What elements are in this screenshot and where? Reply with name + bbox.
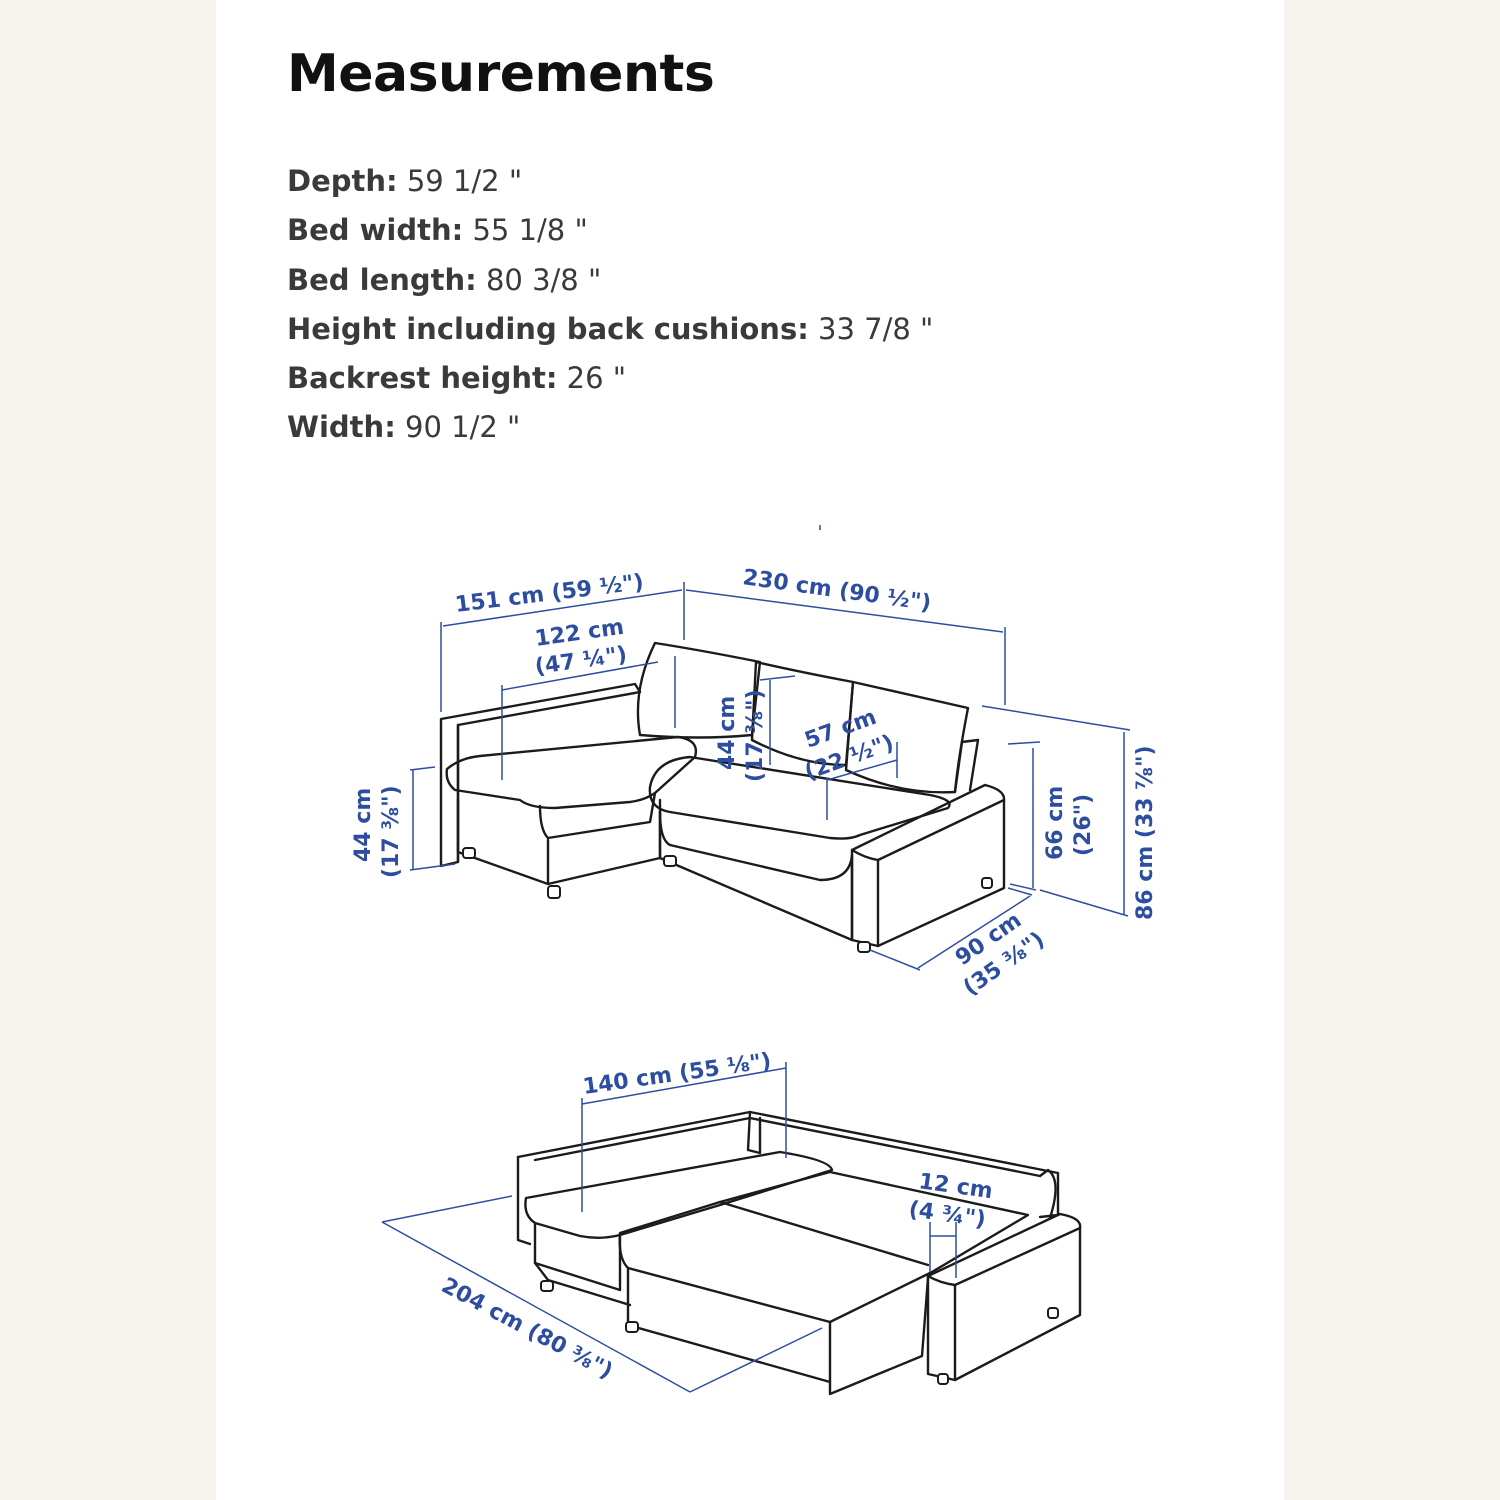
bed-mattress-left xyxy=(524,1150,834,1239)
spec-depth: Depth: 59 1/2 " xyxy=(287,160,933,209)
spec-list: Depth: 59 1/2 " Bed width: 55 1/8 " Bed … xyxy=(287,160,933,456)
label-backrest-in: (26") xyxy=(1071,794,1096,856)
bed-dimensions: 140 cm (55 ⅛") 12 cm (4 ¾") 204 cm (80 ⅜… xyxy=(381,1049,994,1393)
sofa-drawing xyxy=(439,641,1006,953)
back-cushion-left xyxy=(636,641,762,739)
bed-leg xyxy=(540,1280,554,1292)
chaise-arm xyxy=(439,682,642,868)
dim-extension xyxy=(1007,887,1033,896)
bed-leg xyxy=(1047,1307,1059,1319)
dim-extension xyxy=(869,949,921,971)
label-bed-width: 140 cm (55 ⅛") xyxy=(581,1049,772,1100)
bed-backrest xyxy=(516,1110,1060,1219)
page-title: Measurements xyxy=(287,44,715,104)
bed-backrest-inner xyxy=(533,1116,1042,1178)
spec-backrest-height: Backrest height: 26 " xyxy=(287,357,933,406)
spec-value: 26 " xyxy=(557,361,627,396)
spec-label: Width: xyxy=(287,410,396,445)
right-arm xyxy=(850,783,1006,948)
sofa-leg xyxy=(981,877,993,889)
dim-line-depth xyxy=(442,589,683,627)
main-seat-cushion xyxy=(648,755,951,840)
content-panel xyxy=(216,0,1284,1500)
spec-value: 33 7/8 " xyxy=(808,311,934,346)
dim-line-bed-width xyxy=(581,1067,787,1105)
bed-drawing xyxy=(516,1110,1082,1396)
back-cushion-right xyxy=(844,680,970,794)
dim-line-chaise xyxy=(501,661,659,691)
main-base xyxy=(658,810,854,942)
spec-bed-length: Bed length: 80 3/8 " xyxy=(287,259,933,308)
bed-mattress-main xyxy=(618,1170,1030,1324)
dim-line-width xyxy=(685,589,1004,633)
sofa-leg xyxy=(857,941,871,953)
label-seat-height-in: (17 ⅜") xyxy=(379,785,404,878)
bed-leg xyxy=(937,1373,949,1385)
dim-extension xyxy=(1009,883,1037,891)
spec-bed-width: Bed width: 55 1/8 " xyxy=(287,209,933,258)
bed-leg xyxy=(625,1321,639,1333)
dim-line-seat-depth xyxy=(826,759,898,781)
spec-value: 80 3/8 " xyxy=(476,262,602,297)
chaise-cushion-front xyxy=(538,791,657,840)
spec-height-incl-cushions: Height including back cushions: 33 7/8 " xyxy=(287,308,933,357)
bed-mattress-left-front xyxy=(533,1221,622,1292)
sofa-leg xyxy=(547,885,561,899)
bed-backrest-corner xyxy=(746,1110,762,1155)
label-width: 230 cm (90 ½") xyxy=(741,565,932,616)
bed-right-back-cushion xyxy=(1038,1168,1057,1220)
dim-line-bed-length xyxy=(381,1221,691,1393)
dim-line-arm-depth xyxy=(917,895,1031,969)
sofa-leg xyxy=(462,847,476,859)
dim-extension xyxy=(689,1327,823,1393)
bed-mattress-main-front xyxy=(626,1266,832,1384)
right-arm-back xyxy=(953,738,980,794)
bed-mattress-seam xyxy=(718,1200,930,1267)
spec-value: 55 1/8 " xyxy=(463,213,588,248)
sofa-dimensions: 151 cm (59 ½") 230 cm (90 ½") 122 cm (47… xyxy=(351,525,1158,1001)
label-backrest-cm: 66 cm xyxy=(1043,786,1068,860)
dim-extension xyxy=(381,1195,513,1223)
label-seat-height-cm: 44 cm xyxy=(351,788,376,862)
spec-value: 59 1/2 " xyxy=(397,164,523,198)
label-total-height: 86 cm (33 ⅞") xyxy=(1133,745,1158,920)
chaise-base xyxy=(456,798,662,886)
label-back-cushion-cm: 44 cm xyxy=(715,696,740,770)
spec-value: 90 1/2 " xyxy=(395,410,521,445)
spec-label: Backrest height: xyxy=(287,361,558,396)
spec-label: Height including back cushions: xyxy=(287,311,809,346)
chaise-seat-cushion xyxy=(445,735,698,810)
label-depth: 151 cm (59 ½") xyxy=(454,570,645,618)
bed-pullout-base xyxy=(828,1276,930,1396)
dim-extension xyxy=(409,766,436,771)
spec-width: Width: 90 1/2 " xyxy=(287,406,933,455)
dim-extension xyxy=(409,863,456,871)
label-bed-length: 204 cm (80 ⅜") xyxy=(437,1273,616,1384)
dim-extension xyxy=(1007,741,1041,745)
bed-left-end xyxy=(516,1155,532,1246)
bed-right-arm xyxy=(926,1212,1082,1382)
spec-label: Bed width: xyxy=(287,213,464,248)
dim-extension xyxy=(1039,889,1129,917)
label-back-cushion-in: (17 ⅜") xyxy=(743,689,768,782)
spec-label: Depth: xyxy=(287,164,398,198)
sofa-leg xyxy=(663,855,677,867)
dim-extension xyxy=(981,705,1131,731)
spec-label: Bed length: xyxy=(287,262,477,297)
dim-extension xyxy=(759,675,796,681)
